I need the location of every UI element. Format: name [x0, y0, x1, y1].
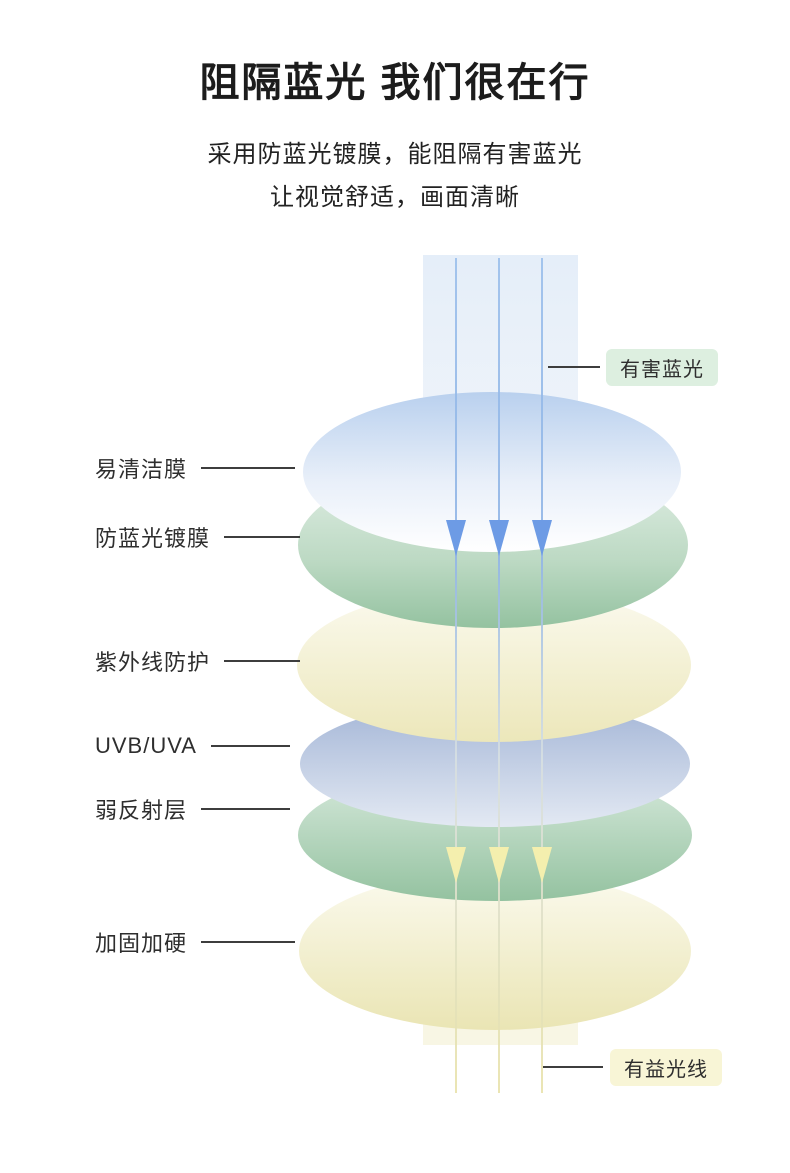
pointer-line — [201, 808, 290, 810]
layer-label-blue-coating-text: 防蓝光镀膜 — [95, 526, 211, 551]
lens-layer-easy-clean — [303, 392, 681, 552]
harmful-light-pointer-line — [548, 366, 600, 368]
subtitle-line-1: 采用防蓝光镀膜，能阻隔有害蓝光 — [207, 141, 583, 168]
pointer-line — [224, 536, 300, 538]
layer-label-hardening: 加固加硬 — [95, 926, 295, 958]
layer-label-easy-clean-text: 易清洁膜 — [95, 457, 188, 482]
pointer-line — [201, 941, 295, 943]
pointer-line — [224, 660, 300, 662]
light-rays — [455, 258, 543, 1093]
lens-layer-uvb-uva — [300, 701, 690, 827]
pointer-line — [210, 745, 290, 747]
subtitle-line-2: 让视觉舒适，画面清晰 — [270, 184, 520, 211]
layer-label-easy-clean: 易清洁膜 — [95, 452, 295, 484]
beneficial-light-callout: 有益光线 — [610, 1049, 722, 1086]
layer-label-uv-protection: 紫外线防护 — [95, 645, 300, 677]
beneficial-light-arrows — [446, 847, 552, 883]
harmful-light-callout: 有害蓝光 — [606, 349, 718, 386]
layer-label-anti-reflection: 弱反射层 — [95, 793, 290, 825]
layer-label-hardening-text: 加固加硬 — [95, 931, 188, 956]
lens-layer-uv-protection — [297, 588, 691, 742]
layer-label-uv-protection-text: 紫外线防护 — [95, 650, 211, 675]
pointer-line — [201, 467, 295, 469]
layer-label-blue-coating: 防蓝光镀膜 — [95, 521, 300, 553]
layer-label-uvb-uva: UVB/UVA — [95, 733, 290, 759]
page-title: 阻隔蓝光 我们很在行 — [199, 61, 591, 105]
layer-label-uvb-uva-text: UVB/UVA — [95, 733, 197, 758]
layer-label-anti-reflection-text: 弱反射层 — [95, 798, 188, 823]
blue-light-arrows — [446, 520, 552, 556]
lens-layer-hardening — [299, 872, 691, 1030]
beneficial-light-pointer-line — [543, 1066, 603, 1068]
